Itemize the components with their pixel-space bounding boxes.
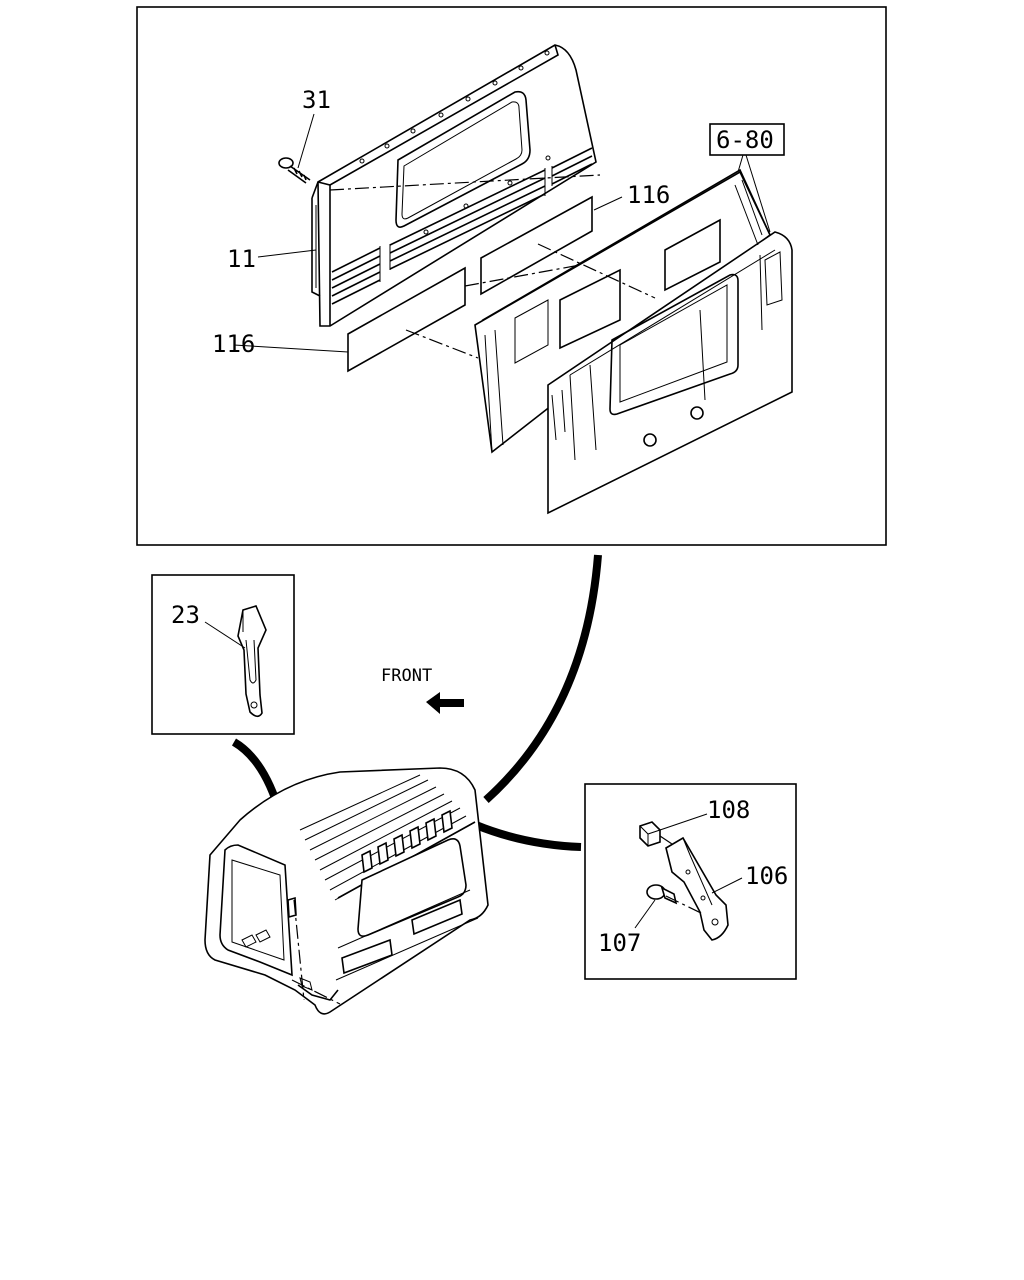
assembly-line-bolt [665, 895, 704, 915]
callout-11: 11 [227, 245, 256, 273]
callout-108: 108 [707, 796, 750, 824]
rear-trim-panel [311, 44, 597, 327]
truck-cab [204, 767, 489, 1015]
bracket-clip [237, 605, 267, 718]
insulation-pad-lower [347, 266, 466, 373]
rear-panel-detail-frame [136, 6, 887, 546]
callout-6-80: 6-80 [716, 126, 774, 154]
callout-116-upper: 116 [627, 181, 670, 209]
cab-back-panel [474, 168, 793, 515]
leader-23 [204, 621, 246, 649]
bracket-assembly-detail-frame [584, 783, 797, 980]
bolt [646, 884, 678, 905]
callout-23: 23 [171, 601, 200, 629]
leader-lines-top [233, 113, 771, 353]
callout-106: 106 [745, 862, 788, 890]
bracket-detail-frame [151, 574, 295, 735]
front-arrow-icon [426, 692, 464, 714]
front-label: FRONT [381, 666, 432, 686]
callout-116-lower: 116 [212, 330, 255, 358]
assembly-lines [329, 174, 656, 359]
assembly-line-nut [659, 835, 673, 845]
callout-31: 31 [302, 86, 331, 114]
screw [278, 157, 311, 184]
leader-lines-right [634, 813, 743, 929]
mounting-bracket [665, 836, 729, 941]
callout-6-80-box [709, 123, 785, 156]
nut-clip [639, 821, 661, 847]
callout-107: 107 [598, 929, 641, 957]
insulation-pad-upper [480, 195, 593, 296]
